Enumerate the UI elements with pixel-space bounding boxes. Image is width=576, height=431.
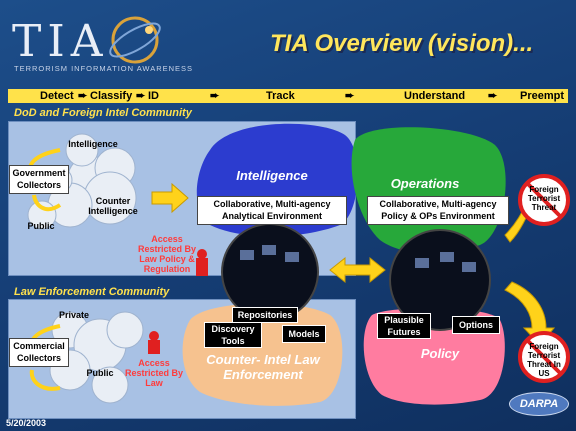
policy-ops-environment-box: Collaborative, Multi-agency Policy & OPs…: [367, 196, 509, 225]
discovery-tools-box: Discovery Tools: [204, 322, 262, 348]
collab-hub-right: [389, 229, 491, 331]
threat-icon-bottom: [518, 331, 570, 383]
intelligence-node-label: Intelligence: [68, 139, 118, 149]
phase-classify: Classify: [90, 90, 133, 102]
access-restricted-top: Access Restricted By Law Policy & Regula…: [137, 234, 197, 274]
intelligence-label: Intelligence: [236, 168, 308, 183]
dod-intel-title: DoD and Foreign Intel Community: [14, 107, 192, 119]
repositories-box: Repositories: [232, 307, 298, 323]
phase-understand: Understand: [404, 90, 466, 102]
foreign-threat-us-label: Foreign Terrorist Threat In US: [527, 342, 561, 378]
plausible-futures-box: Plausible Futures: [377, 313, 431, 339]
counter-intel-label: Counter- Intel Law Enforcement: [206, 352, 320, 382]
arrow-icon: ➨: [210, 90, 220, 102]
foreign-threat-label: Foreign Terrorist Threat: [527, 185, 561, 212]
counter-intel-node-label: Counter Intelligence: [88, 196, 138, 216]
public-node-label-top: Public: [27, 221, 55, 231]
phase-track: Track: [266, 90, 295, 102]
law-enforcement-title: Law Enforcement Community: [14, 286, 170, 298]
private-node-label: Private: [58, 310, 90, 320]
threat-icon-top: [518, 174, 570, 226]
phase-detect: Detect: [40, 90, 74, 102]
arrow-icon: ➨: [345, 90, 355, 102]
header: TIA TERRORISM INFORMATION AWARENESS TIA …: [0, 0, 576, 84]
arrow-icon: ➨: [136, 90, 146, 102]
tia-logo: TIA: [12, 16, 109, 67]
analytical-environment-box: Collaborative, Multi-agency Analytical E…: [197, 196, 347, 225]
commercial-collectors: Commercial Collectors: [9, 338, 69, 367]
law-cloud: [32, 311, 144, 404]
intel-cloud: [27, 133, 137, 230]
phase-preempt: Preempt: [520, 90, 565, 102]
public-node-label-bottom: Public: [86, 368, 114, 378]
slide-title: TIA Overview (vision)...: [270, 30, 534, 57]
government-collectors: Government Collectors: [9, 165, 69, 194]
options-box: Options: [452, 316, 500, 334]
policy-label: Policy: [420, 346, 460, 361]
arrow-icon: ➨: [78, 90, 88, 102]
logo-subtitle: TERRORISM INFORMATION AWARENESS: [14, 64, 194, 73]
collab-hub-left: [221, 223, 319, 321]
valve-icon-bottom: [148, 331, 160, 354]
arrow-icon: ➨: [488, 90, 498, 102]
access-restricted-bottom: Access Restricted By Law: [124, 358, 184, 388]
darpa-logo: DARPA: [509, 392, 569, 416]
date-label: 5/20/2003: [6, 418, 47, 428]
phase-bar: Detect ➨ Classify ➨ ID ➨ Track ➨ Underst…: [8, 89, 568, 103]
operations-label: Operations: [390, 176, 460, 191]
valve-icon: [196, 249, 208, 276]
models-box: Models: [282, 325, 326, 343]
tia-globe-icon: [109, 16, 161, 64]
phase-id: ID: [148, 90, 159, 102]
